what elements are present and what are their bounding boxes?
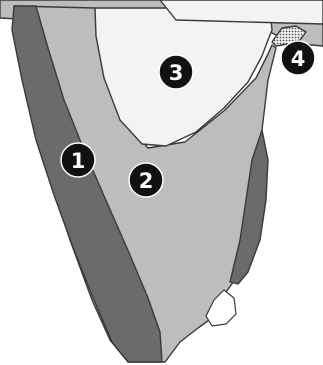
marker-1: 1 <box>61 143 95 177</box>
marker-3-label: 3 <box>169 61 184 85</box>
marker-2-label: 2 <box>139 169 154 193</box>
marker-1-label: 1 <box>71 149 86 173</box>
marker-4-label: 4 <box>291 47 306 71</box>
marker-2: 2 <box>129 163 163 197</box>
marker-3: 3 <box>159 55 193 89</box>
marker-4: 4 <box>281 41 315 75</box>
top-right-light-area <box>160 0 323 24</box>
